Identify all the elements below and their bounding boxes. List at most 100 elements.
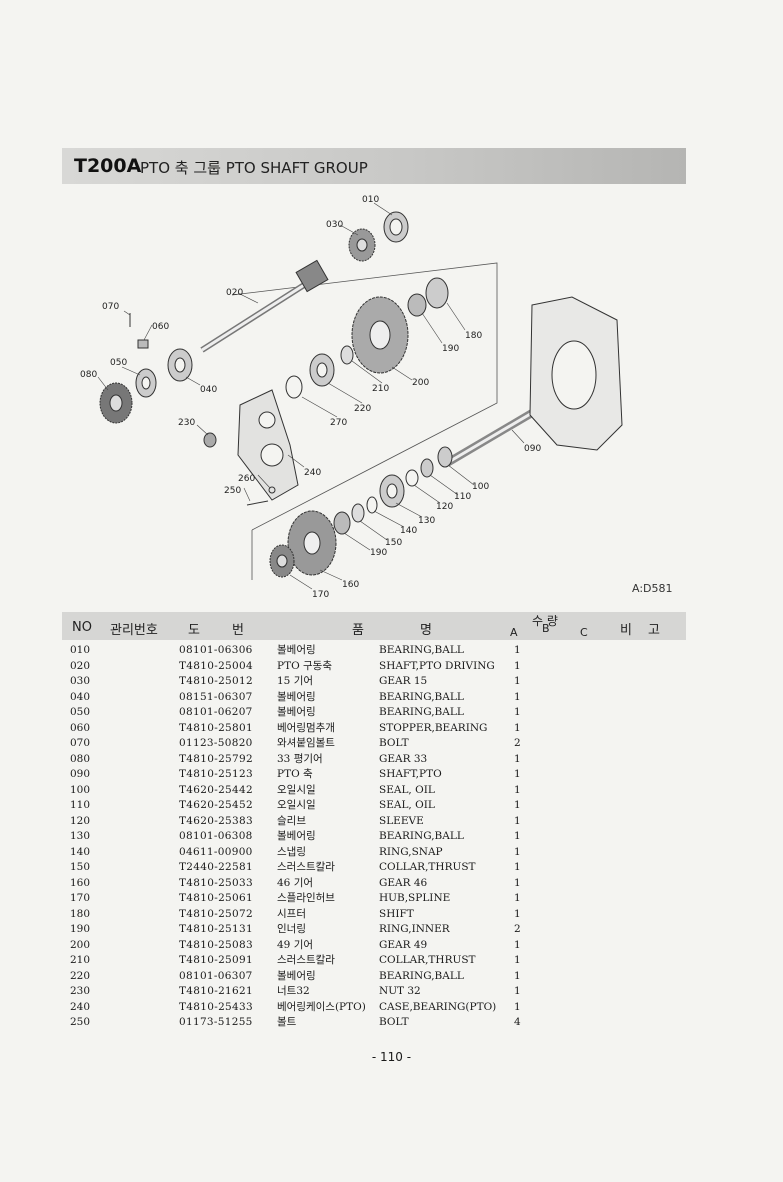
row-quantity-a: 1	[514, 876, 521, 889]
row-name-english: SHAFT,PTO DRIVING	[379, 659, 495, 672]
row-part-number: T4810-25033	[179, 876, 253, 889]
row-part-number: T4810-25801	[179, 721, 253, 734]
section-title: PTO 축 그룹 PTO SHAFT GROUP	[140, 159, 368, 177]
row-name-english: GEAR 33	[379, 752, 428, 765]
row-name-korean: 시프터	[277, 907, 306, 920]
row-part-number: T4810-21621	[179, 985, 253, 997]
row-name-english: SEAL, OIL	[379, 783, 435, 796]
row-name-english: COLLAR,THRUST	[379, 954, 476, 966]
row-name-korean: 볼베어링	[277, 830, 316, 842]
row-no: 210	[70, 954, 91, 966]
callout-labels: 010 030 020 070 060 050 080 040 180 190 …	[80, 195, 541, 600]
row-part-number: T4810-25123	[179, 768, 253, 780]
row-quantity-a: 1	[514, 783, 521, 796]
row-name-english: BEARING,BALL	[379, 830, 464, 842]
callout-120: 120	[436, 502, 453, 512]
parts-table-header: NO 관리번호 도 번 품 명 수 량 A B C 비 고	[62, 612, 686, 640]
row-name-korean: 너트32	[277, 985, 310, 997]
row-quantity-a: 1	[514, 768, 521, 780]
row-name-korean: 볼베어링	[277, 706, 316, 718]
row-part-number: 08101-06207	[179, 706, 253, 718]
row-quantity-a: 1	[514, 799, 521, 811]
row-name-korean: 49 기어	[277, 938, 314, 951]
callout-210: 210	[372, 384, 389, 394]
row-no: 170	[70, 892, 91, 904]
row-name-korean: 볼베어링	[277, 969, 316, 982]
callout-060: 060	[152, 322, 169, 332]
row-part-number: T4810-25072	[179, 907, 253, 920]
callout-220: 220	[354, 404, 371, 414]
row-name-korean: 볼베어링	[277, 644, 316, 656]
callout-170: 170	[312, 590, 329, 600]
row-quantity-a: 1	[514, 706, 521, 718]
row-name-korean: 스플라인허브	[277, 892, 335, 904]
row-name-korean: 스냅링	[277, 845, 306, 858]
row-part-number: T4810-25433	[179, 1000, 253, 1013]
row-part-number: 08101-06307	[179, 969, 253, 982]
row-name-korean: 오일시일	[277, 783, 316, 796]
header-part-name: 품 명	[352, 623, 432, 638]
row-name-korean: 스러스트칼라	[277, 954, 335, 966]
row-quantity-a: 1	[514, 814, 521, 827]
row-name-korean: 베어링케이스(PTO)	[277, 1000, 366, 1013]
row-name-english: SHAFT,PTO	[379, 768, 442, 780]
callout-030: 030	[326, 220, 343, 230]
callout-010: 010	[362, 195, 379, 205]
row-part-number: T4810-25792	[179, 752, 253, 765]
row-no: 190	[70, 923, 91, 935]
row-part-number: 08151-06307	[179, 690, 253, 703]
row-quantity-a: 1	[514, 861, 521, 873]
row-name-korean: 오일시일	[277, 799, 316, 811]
row-quantity-a: 1	[514, 954, 521, 966]
row-name-korean: 인너링	[277, 923, 306, 935]
row-no: 080	[70, 752, 91, 765]
row-name-korean: 볼베어링	[277, 690, 316, 703]
row-name-english: CASE,BEARING(PTO)	[379, 1000, 497, 1013]
row-name-korean: PTO 축	[277, 768, 313, 780]
row-quantity-a: 1	[514, 892, 521, 904]
callout-130: 130	[418, 516, 435, 526]
row-name-english: BOLT	[379, 737, 409, 749]
row-part-number: 01173-51255	[179, 1016, 253, 1028]
row-no: 180	[70, 907, 91, 920]
row-part-number: T4810-25004	[179, 659, 253, 672]
row-name-korean: 33 평기어	[277, 752, 323, 765]
row-no: 050	[70, 706, 91, 718]
row-quantity-a: 1	[514, 659, 521, 672]
row-no: 130	[70, 830, 91, 842]
page-number: - 110 -	[371, 1050, 412, 1064]
row-quantity-a: 1	[514, 690, 521, 703]
row-quantity-a: 4	[514, 1016, 521, 1028]
diagram-reference-code: A:D581	[632, 582, 673, 595]
header-management-no: 관리번호	[110, 623, 158, 638]
row-part-number: T4620-25442	[179, 783, 253, 796]
row-part-number: T4810-25061	[179, 892, 253, 904]
row-no: 040	[70, 690, 91, 703]
row-name-english: BOLT	[379, 1016, 409, 1028]
row-name-korean: 베어링멈추개	[277, 721, 335, 734]
header-quantity: 수 량	[532, 614, 558, 628]
table-row: 210 T4810-25091 스러스트칼라 COLLAR,THRUST 1	[62, 953, 686, 969]
row-name-english: NUT 32	[379, 985, 421, 997]
row-part-number: T4620-25452	[179, 799, 253, 811]
row-quantity-a: 1	[514, 845, 521, 858]
row-part-number: T4810-25091	[179, 954, 253, 966]
row-name-korean: 46 기어	[277, 876, 314, 889]
